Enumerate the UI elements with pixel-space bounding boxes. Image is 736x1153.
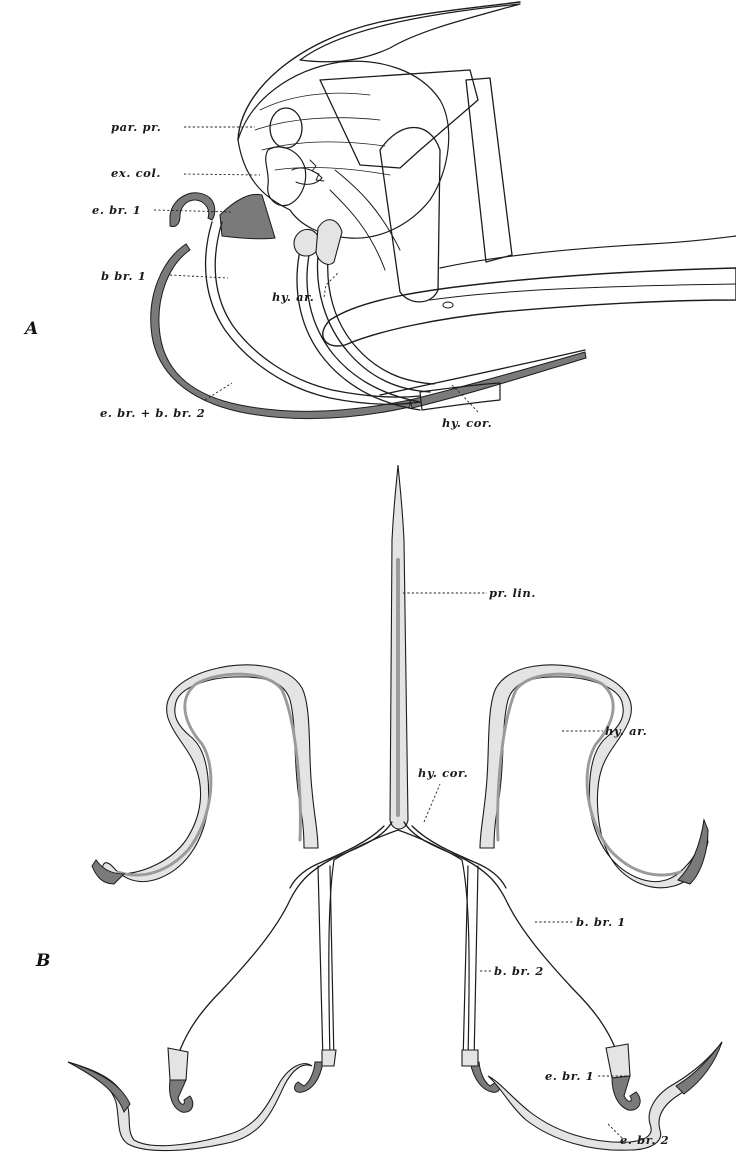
label-pr-lin: pr. lin. xyxy=(489,586,536,600)
label-e-br-1: e. br. 1 xyxy=(92,203,141,217)
label-e-br-b-br-2: e. br. + b. br. 2 xyxy=(100,406,205,420)
label-b-br-1: b br. 1 xyxy=(101,269,146,283)
panel-a-leader-lines xyxy=(154,127,478,412)
panel-a-labels: A par. pr. ex. col. e. br. 1 b br. 1 hy.… xyxy=(23,120,492,430)
label-ex-col: ex. col. xyxy=(111,166,161,180)
panel-label-b: B xyxy=(35,951,50,971)
label-hy-ar-b: hy. ar. xyxy=(605,724,647,738)
label-hy-cor-b: hy. cor. xyxy=(418,766,468,780)
panel-label-a: A xyxy=(23,319,38,339)
label-b-br-2: b. br. 2 xyxy=(494,964,544,978)
label-e-br-2: e. br. 2 xyxy=(620,1133,669,1147)
label-hy-ar: hy. ar. xyxy=(272,290,314,304)
panel-a-drawing xyxy=(151,2,736,419)
label-b-br-1-b: b. br. 1 xyxy=(576,915,626,929)
label-hy-cor-a: hy. cor. xyxy=(442,416,492,430)
label-par-pr: par. pr. xyxy=(111,120,161,134)
panel-b-drawing xyxy=(68,465,722,1151)
label-e-br-1-b: e. br. 1 xyxy=(545,1069,594,1083)
